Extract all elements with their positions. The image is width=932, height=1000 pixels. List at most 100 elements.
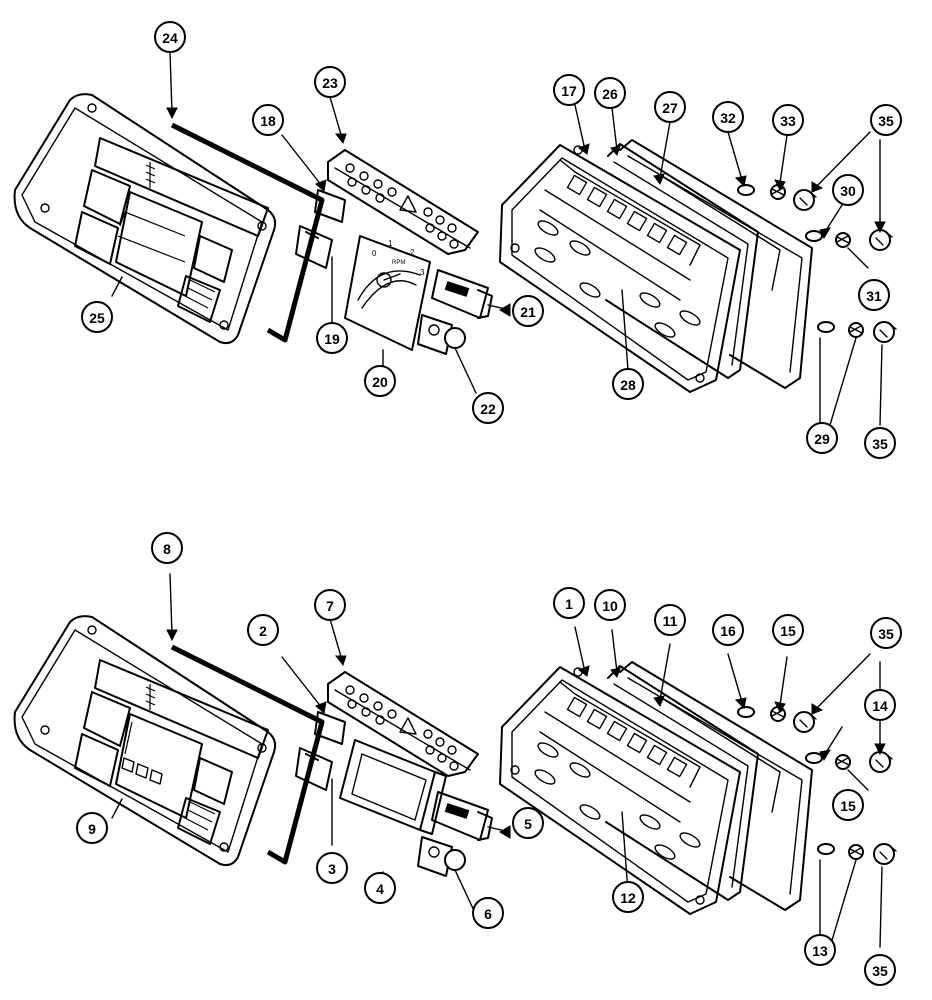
- callout-circle: [314, 589, 346, 621]
- socket-35c: [873, 321, 897, 343]
- bottom-callout-5: 5: [512, 807, 544, 839]
- window-hatch-top: [184, 279, 216, 309]
- callout-number: 3: [328, 861, 336, 877]
- callout-circle: [553, 74, 585, 106]
- callout-number: 14: [872, 698, 888, 714]
- plate-26: [605, 143, 759, 379]
- holder-29: [848, 322, 864, 338]
- socket-35f: [873, 843, 897, 865]
- callout-circle: [806, 422, 838, 454]
- callout-circle: [364, 872, 396, 904]
- callout-number: 15: [840, 798, 856, 814]
- hour-meter-21: [431, 269, 493, 319]
- bulb-32: [737, 184, 755, 196]
- callout-circle: [858, 279, 890, 311]
- bulb-13: [817, 843, 835, 855]
- callout-number: 11: [663, 613, 678, 629]
- callout-circle: [772, 104, 804, 136]
- callout-circle: [654, 604, 686, 636]
- callout-circle: [864, 954, 896, 986]
- holder-31: [835, 232, 851, 248]
- switch-3: [295, 747, 333, 791]
- callout-number: 22: [480, 401, 496, 417]
- callout-number: 33: [780, 113, 796, 129]
- bulb-16: [737, 706, 755, 718]
- callout-circle: [512, 807, 544, 839]
- bottom-callout-12: 12: [612, 881, 644, 913]
- bottom-assembly: [13, 573, 897, 948]
- tachometer-gauge: 0 1 2 3 RPM: [344, 235, 431, 351]
- callout-number: 6: [484, 906, 492, 922]
- bottom-callout-4: 4: [364, 872, 396, 904]
- socket-35e: [869, 751, 893, 773]
- display-hatch-bottom: [121, 717, 133, 757]
- callout-number: 29: [814, 431, 830, 447]
- bottom-callout-9: 9: [76, 812, 108, 844]
- callout-number: 26: [602, 86, 618, 102]
- callout-number: 9: [88, 821, 96, 837]
- callout-number: 25: [89, 310, 105, 326]
- callout-number: 17: [561, 83, 577, 99]
- top-callout-35: 35: [870, 104, 902, 136]
- callout-number: 5: [524, 816, 532, 832]
- top-callout-20: 20: [364, 365, 396, 397]
- callout-circle: [594, 589, 626, 621]
- callout-number: 4: [376, 881, 384, 897]
- bottom-callout-35: 35: [870, 617, 902, 649]
- callout-number: 24: [162, 30, 178, 46]
- callout-number: 1: [565, 596, 573, 612]
- callout-circle: [364, 365, 396, 397]
- top-callout-26: 26: [594, 77, 626, 109]
- top-callout-21: 21: [512, 295, 544, 327]
- callout-number: 19: [324, 331, 340, 347]
- bottom-callout-14: 14: [864, 689, 896, 721]
- arrowheads-bottom: [166, 629, 886, 839]
- bezel-bottom: [13, 615, 277, 867]
- bottom-callout-6: 6: [472, 897, 504, 929]
- gauge-unit: RPM: [392, 260, 405, 266]
- bezel-hatch-bottom: [145, 684, 156, 710]
- top-callout-28: 28: [612, 368, 644, 400]
- top-callout-30: 30: [832, 174, 864, 206]
- bottom-callout-10: 10: [594, 589, 626, 621]
- callout-circle: [316, 322, 348, 354]
- gauge-label-1: 1: [388, 239, 393, 248]
- top-callout-27: 27: [654, 91, 686, 123]
- socket-35a: [793, 189, 817, 211]
- callout-number: 16: [720, 623, 736, 639]
- callout-circle: [870, 617, 902, 649]
- top-callout-35: 35: [864, 427, 896, 459]
- callout-number: 7: [326, 598, 334, 614]
- callout-circle: [314, 66, 346, 98]
- top-callout-17: 17: [553, 74, 585, 106]
- callout-circle: [151, 532, 183, 564]
- callout-circle: [594, 77, 626, 109]
- bottom-callout-16: 16: [712, 614, 744, 646]
- bottom-callout-8: 8: [151, 532, 183, 564]
- callout-number: 23: [322, 75, 338, 91]
- bottom-callout-15: 15: [832, 789, 864, 821]
- top-callout-19: 19: [316, 322, 348, 354]
- callout-number: 27: [662, 100, 678, 116]
- top-callout-25: 25: [81, 301, 113, 333]
- bottom-callout-35: 35: [864, 954, 896, 986]
- callout-circle: [712, 614, 744, 646]
- top-callout-29: 29: [806, 422, 838, 454]
- callout-circle: [832, 174, 864, 206]
- plate-11: [619, 661, 813, 911]
- callout-number: 35: [878, 113, 894, 129]
- callout-number: 21: [520, 304, 536, 320]
- gauge-label-3: 3: [420, 268, 425, 277]
- callout-number: 35: [872, 963, 888, 979]
- bottom-callout-3: 3: [316, 852, 348, 884]
- socket-35d: [793, 711, 817, 733]
- display-hatch-top: [117, 211, 186, 263]
- callout-circle: [472, 897, 504, 929]
- callout-circle: [612, 368, 644, 400]
- callout-circle: [154, 21, 186, 53]
- callout-number: 15: [780, 623, 796, 639]
- light-6: [417, 836, 466, 877]
